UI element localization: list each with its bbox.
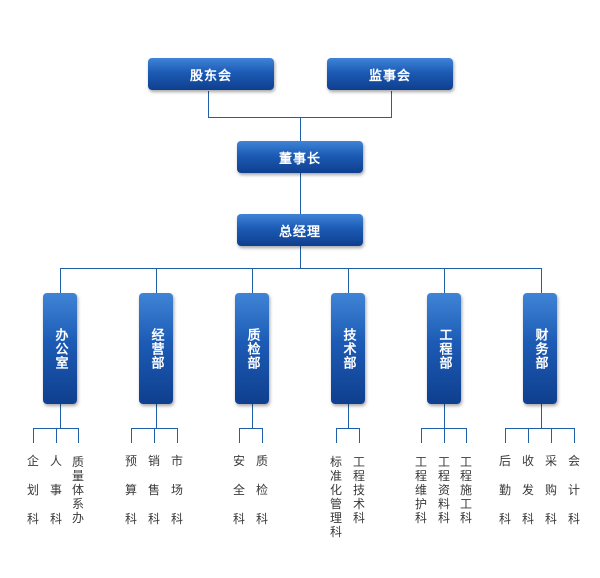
connector [541,268,542,293]
connector [60,404,61,428]
connector [444,428,445,443]
node-general-manager: 总经理 [237,214,363,246]
section-label: 质检科 [255,454,268,526]
section-label: 会计科 [567,454,580,526]
section-label: 销售科 [147,454,160,526]
connector [239,428,240,443]
dept-office: 办公室 [43,293,77,404]
section-label: 收发科 [521,454,534,526]
connector [154,428,155,443]
section-label: 市场科 [170,454,183,526]
connector [239,428,263,429]
connector [528,428,529,443]
connector [444,404,445,428]
connector [300,173,301,215]
connector [421,428,422,443]
connector [60,268,61,293]
connector [156,268,157,293]
connector [78,428,79,443]
section-label: 标准化管理科 [329,455,342,539]
connector [252,268,253,293]
section-label: 后勤科 [498,454,511,526]
connector [505,428,506,443]
dept-operations: 经营部 [139,293,173,404]
section-label: 安全科 [232,454,245,526]
section-label: 工程维护科 [414,455,427,525]
connector [300,117,301,142]
connector [60,268,542,269]
connector [359,428,360,443]
section-label: 工程技术科 [352,455,365,525]
section-label: 工程资料科 [437,455,450,525]
connector [336,428,360,429]
connector [505,428,575,429]
connector [300,246,301,268]
section-label: 企划科 [26,454,39,526]
connector [336,428,337,443]
node-shareholders: 股东会 [148,58,274,90]
dept-quality: 质检部 [235,293,269,404]
connector [391,91,392,118]
connector [177,428,178,443]
section-label: 采购科 [544,454,557,526]
connector [33,428,34,443]
connector [56,428,57,443]
connector [252,404,253,428]
node-chairman: 董事长 [237,141,363,173]
connector [348,404,349,428]
connector [466,428,467,443]
section-label: 质量体系办 [71,455,84,525]
section-label: 人事科 [49,454,62,526]
connector [262,428,263,443]
connector [551,428,552,443]
connector [156,404,157,428]
connector [348,268,349,293]
connector [541,404,542,428]
dept-engineering: 工程部 [427,293,461,404]
section-label: 工程施工科 [459,455,472,525]
connector [208,91,209,118]
node-supervisors: 监事会 [327,58,453,90]
connector [444,268,445,293]
dept-technical: 技术部 [331,293,365,404]
dept-finance: 财务部 [523,293,557,404]
connector [131,428,132,443]
connector [574,428,575,443]
section-label: 预算科 [124,454,137,526]
